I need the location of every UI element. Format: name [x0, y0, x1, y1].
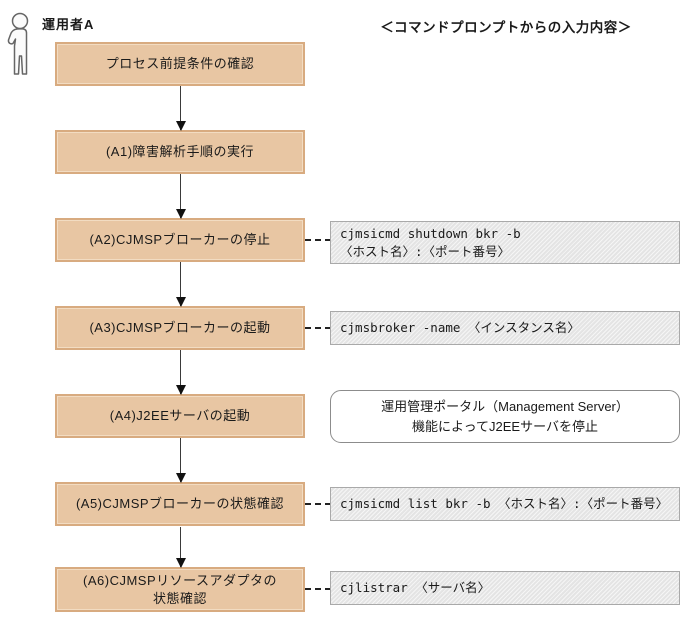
- command-box-a5: cjmsicmd list bkr -b 〈ホスト名〉:〈ポート番号〉: [330, 487, 680, 521]
- arrow-down-icon: [176, 350, 186, 395]
- arrow-down-icon: [176, 174, 186, 219]
- flow-step-a3: (A3)CJMSPブローカーの起動: [55, 306, 305, 350]
- command-box-a6: cjlistrar 〈サーバ名〉: [330, 571, 680, 605]
- arrow-down-icon: [176, 527, 186, 568]
- note-box-a4: 運用管理ポータル（Management Server） 機能によってJ2EEサー…: [330, 390, 680, 443]
- dashed-connector-a3: [305, 327, 331, 329]
- person-icon: [4, 12, 40, 78]
- right-column-title: ＜コマンドプロンプトからの入力内容＞: [380, 20, 632, 35]
- arrow-down-icon: [176, 262, 186, 307]
- person-icon-svg: [7, 12, 29, 75]
- flow-step-a2: (A2)CJMSPブローカーの停止: [55, 218, 305, 262]
- command-box-a2: cjmsicmd shutdown bkr -b 〈ホスト名〉:〈ポート番号〉: [330, 221, 680, 264]
- flow-step-a4: (A4)J2EEサーバの起動: [55, 394, 305, 438]
- operator-label: 運用者A: [42, 17, 95, 32]
- flow-step-a6: (A6)CJMSPリソースアダプタの 状態確認: [55, 567, 305, 612]
- dashed-connector-a5: [305, 503, 331, 505]
- arrow-down-icon: [176, 86, 186, 131]
- flow-step-precondition: プロセス前提条件の確認: [55, 42, 305, 86]
- command-box-a3: cjmsbroker -name 〈インスタンス名〉: [330, 311, 680, 345]
- dashed-connector-a2: [305, 239, 331, 241]
- flow-step-a1: (A1)障害解析手順の実行: [55, 130, 305, 174]
- dashed-connector-a6: [305, 588, 331, 590]
- arrow-down-icon: [176, 438, 186, 483]
- flow-step-a5: (A5)CJMSPブローカーの状態確認: [55, 482, 305, 526]
